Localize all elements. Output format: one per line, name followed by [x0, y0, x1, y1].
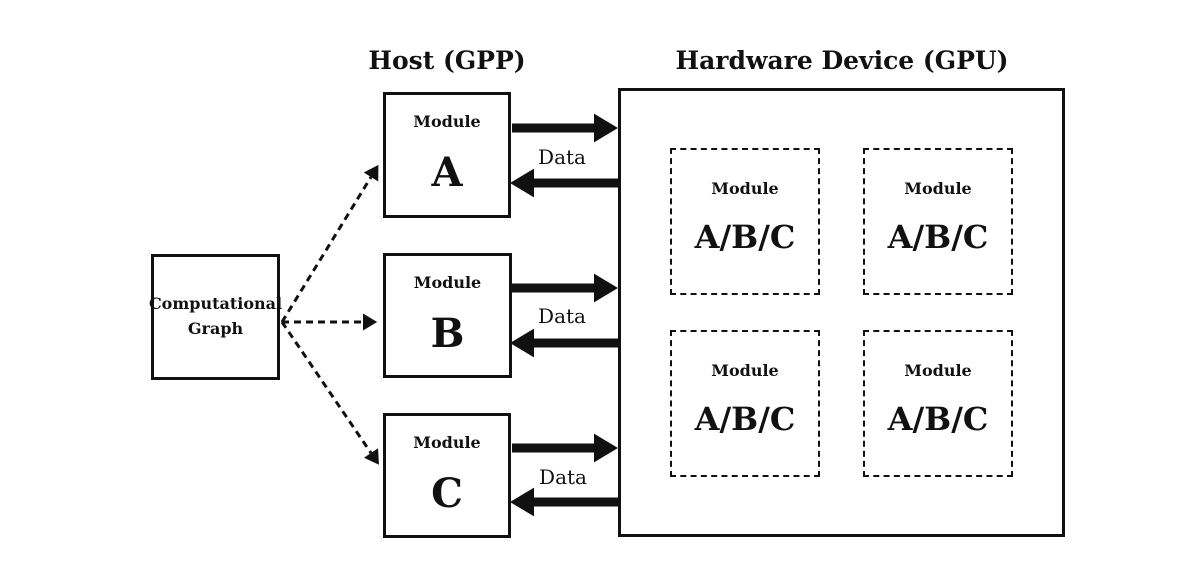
module-kind-label: Module: [904, 361, 972, 380]
data-label-b: Data: [538, 304, 586, 328]
host-module-c-box: Module C: [383, 413, 511, 538]
device-title: Hardware Device (GPU): [675, 46, 1009, 75]
data-label-c: Data: [539, 465, 587, 489]
module-letters: A/B/C: [887, 400, 989, 438]
module-letters: A/B/C: [694, 400, 796, 438]
module-letter: A: [431, 149, 463, 196]
computational-graph-label: Computational Graph: [148, 294, 283, 338]
gpu-module-box-top-left: Module A/B/C: [670, 148, 820, 295]
module-letters: A/B/C: [694, 218, 796, 256]
module-kind-label: Module: [711, 179, 779, 198]
host-title: Host (GPP): [368, 46, 526, 75]
module-kind-label: Module: [904, 179, 972, 198]
gpu-module-box-bottom-left: Module A/B/C: [670, 330, 820, 477]
computational-graph-box: Computational Graph: [148, 254, 283, 380]
gpu-module-box-top-right: Module A/B/C: [863, 148, 1013, 295]
module-letters: A/B/C: [887, 218, 989, 256]
data-label-a: Data: [538, 145, 586, 169]
dashed-arrow-graph-to-module-c: [280, 321, 379, 465]
host-module-a-box: Module A: [383, 92, 511, 218]
module-kind-label: Module: [413, 273, 482, 292]
module-kind-label: Module: [711, 361, 779, 380]
host-module-b-box: Module B: [383, 253, 512, 378]
module-letter: C: [431, 470, 463, 517]
module-kind-label: Module: [413, 112, 481, 131]
module-kind-label: Module: [413, 433, 481, 452]
dashed-arrow-graph-to-module-a: [280, 164, 379, 323]
gpu-module-box-bottom-right: Module A/B/C: [863, 330, 1013, 477]
module-letter: B: [430, 310, 465, 357]
